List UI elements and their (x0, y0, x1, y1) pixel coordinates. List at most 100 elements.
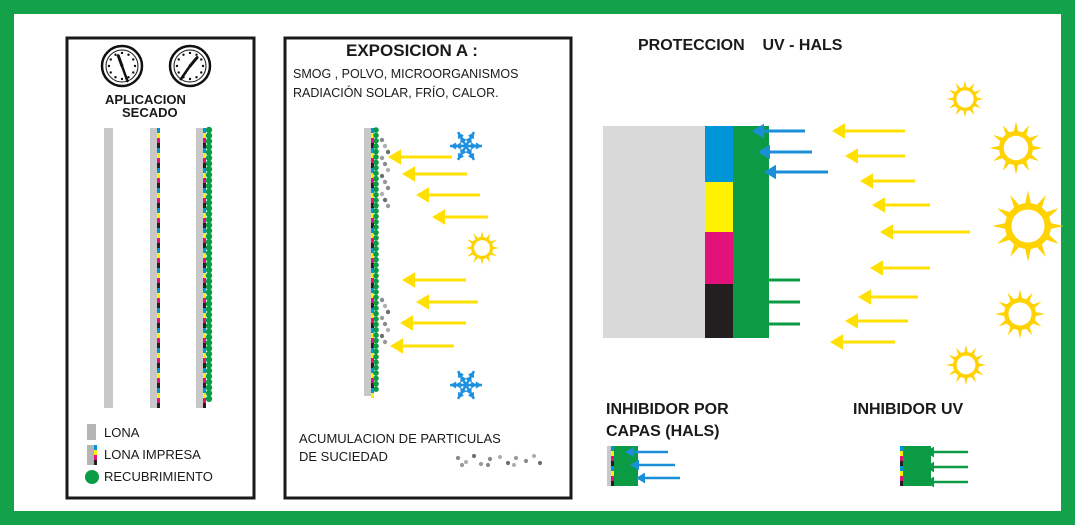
printed-segment (203, 403, 206, 408)
lona-block (603, 126, 705, 338)
printed-segment (203, 303, 206, 308)
green-arrow-icon (925, 447, 968, 458)
printed-segment (157, 193, 160, 198)
inhibidor-uv-label: INHIBIDOR UV (853, 402, 963, 419)
coating-dot (373, 208, 379, 214)
dirt-particle (532, 454, 536, 458)
coating-dot (206, 373, 212, 379)
yellow-arrow-icon (388, 149, 452, 165)
printed-segment (371, 393, 374, 398)
clock-tick (110, 58, 112, 60)
printed-segment (611, 471, 614, 476)
lona-bar (607, 446, 611, 486)
clock-tick (110, 71, 112, 73)
sun-ray (963, 80, 966, 87)
printed-segment (157, 348, 160, 353)
printed-segment (157, 188, 160, 193)
coating-dot (206, 211, 212, 217)
sun-ray (995, 312, 1005, 316)
coating-dot (206, 356, 212, 362)
printed-segment (157, 173, 160, 178)
coating-dot (373, 268, 379, 274)
coating-dot (206, 144, 212, 150)
ink-layer-magenta (705, 232, 735, 284)
sun-center (1004, 136, 1028, 160)
blue-arrow-icon (630, 460, 675, 471)
arrow-head (400, 315, 413, 331)
printed-segment (203, 138, 206, 143)
lona-bar (150, 128, 158, 408)
snowflake-icon (450, 371, 482, 399)
arrow-head (858, 289, 871, 305)
sun-ray (481, 258, 484, 265)
printed-segment (157, 298, 160, 303)
printed-segment (900, 466, 903, 471)
printed-segment (203, 348, 206, 353)
printed-segment (203, 143, 206, 148)
coating-dot (373, 181, 379, 187)
printed-segment (94, 445, 97, 450)
lona-bar (364, 128, 372, 396)
printed-segment (611, 451, 614, 456)
printed-segment (157, 238, 160, 243)
coating-dot (373, 235, 379, 241)
coating-dot (206, 300, 212, 306)
coating-dot (206, 379, 212, 385)
sun-ray (1014, 122, 1019, 132)
printed-segment (157, 133, 160, 138)
dirt-particle (380, 156, 384, 160)
printed-segment (203, 398, 206, 403)
printed-segment (203, 298, 206, 303)
dirt-particle (380, 316, 384, 320)
printed-segment (157, 353, 160, 358)
dirt-particle (386, 150, 390, 154)
coating-dot (373, 305, 379, 311)
printed-segment (157, 153, 160, 158)
blue-arrow-icon (764, 165, 828, 179)
printed-segment (157, 268, 160, 273)
clock-tick (121, 78, 123, 80)
arrow-head (416, 187, 429, 203)
sun-ray (964, 345, 968, 353)
printed-segment (203, 263, 206, 268)
printed-segment (157, 363, 160, 368)
printed-segment (203, 313, 206, 318)
arrow-head (432, 209, 445, 225)
coating-dot (373, 165, 379, 171)
coating-dot (206, 295, 212, 301)
arrow-head (832, 123, 845, 139)
yellow-arrow-icon (432, 209, 488, 225)
sun-ray (976, 97, 983, 100)
dirt-particle (464, 460, 468, 464)
legend-lona-label: LONA (104, 426, 139, 440)
legend-lona-impresa-label: LONA IMPRESA (104, 448, 201, 462)
coating-dot (206, 317, 212, 323)
green-arrow-icon (925, 477, 968, 488)
clock-tick (114, 76, 116, 78)
printed-segment (203, 328, 206, 333)
dirt-particle (386, 310, 390, 314)
arrow-head (870, 260, 883, 276)
yellow-arrow-icon (880, 224, 970, 240)
printed-segment (203, 193, 206, 198)
printed-segment (203, 163, 206, 168)
clock-tick (202, 65, 204, 67)
printed-segment (900, 471, 903, 476)
dirt-particle (380, 192, 384, 196)
dirt-particle (383, 162, 387, 166)
panel2-title: EXPOSICION A : (346, 42, 478, 60)
coating-dot (206, 200, 212, 206)
sun-center (956, 90, 973, 107)
printed-segment (203, 178, 206, 183)
printed-segment (203, 308, 206, 313)
swatch-base (87, 445, 94, 465)
coating-dot (373, 327, 379, 333)
sun-icon (946, 345, 986, 385)
printed-segment (203, 388, 206, 393)
coating-dot (206, 328, 212, 334)
arrow-head (860, 173, 873, 189)
sun-ray (492, 247, 499, 250)
coating-dot (373, 176, 379, 182)
printed-segment (203, 258, 206, 263)
